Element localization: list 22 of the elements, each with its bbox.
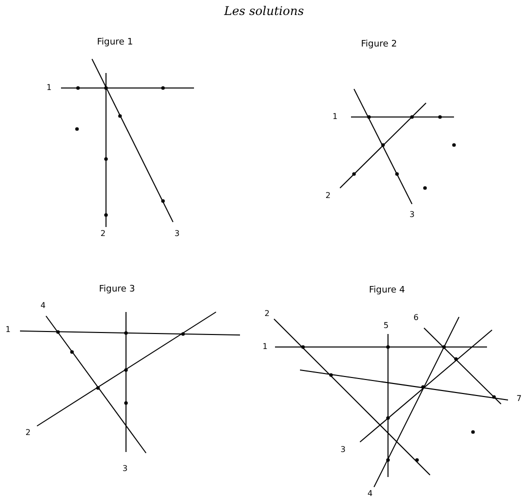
line-number: 5 (383, 322, 389, 330)
figure-title: Figure 3 (98, 286, 136, 294)
line-number: 1 (332, 113, 338, 121)
line-number: 3 (174, 230, 180, 238)
line-number: 1 (5, 326, 11, 334)
line-number: 1 (46, 84, 52, 92)
line-number: 2 (325, 192, 331, 200)
line-number: 2 (264, 310, 270, 318)
line-number: 3 (122, 465, 128, 473)
figure-title: Figure 1 (96, 38, 134, 48)
line-number: 6 (413, 314, 419, 322)
line-number: 3 (409, 211, 415, 219)
line-number: 4 (40, 302, 46, 310)
line-number: 2 (25, 429, 31, 437)
line-number: 4 (367, 490, 373, 498)
title: Les solutions (224, 4, 304, 18)
figure-title: Figure 2 (360, 40, 398, 50)
line-number: 3 (340, 446, 346, 454)
line-number: 7 (516, 395, 522, 403)
line-number: 2 (100, 230, 106, 238)
line-number: 1 (262, 343, 268, 351)
figure-title: Figure 4 (368, 286, 406, 296)
